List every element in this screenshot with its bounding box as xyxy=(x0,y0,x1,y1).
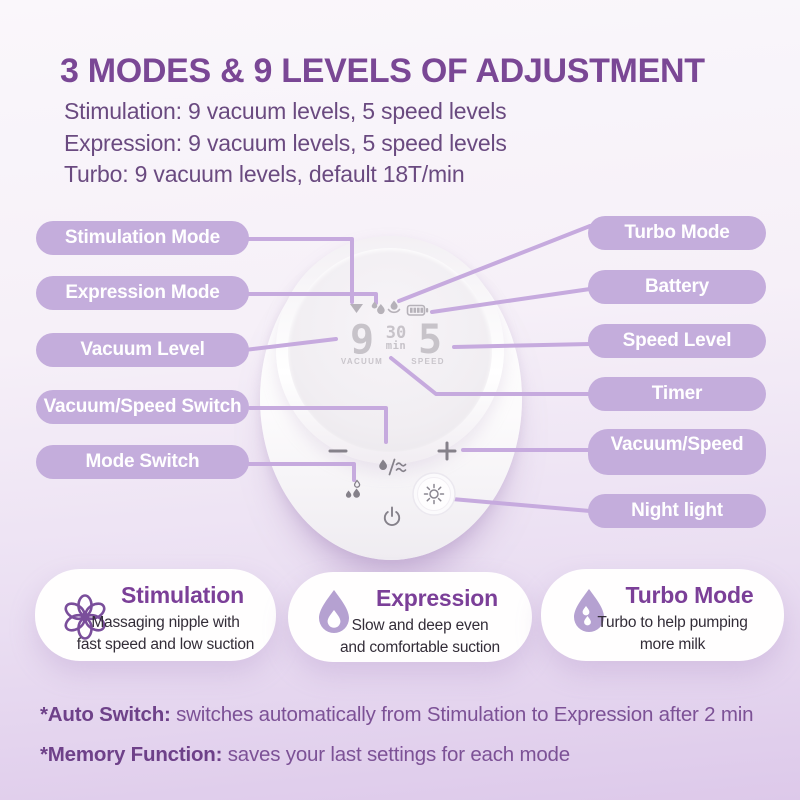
callout-turbo-mode: Turbo Mode xyxy=(588,216,766,250)
line-expression-mode xyxy=(246,292,378,305)
callout-stimulation-mode: Stimulation Mode xyxy=(36,221,249,255)
speed-level-value: 5 xyxy=(417,317,443,363)
callout-battery: Battery xyxy=(588,270,766,304)
stimulation-triangle-icon xyxy=(350,304,363,313)
card-title: Expression xyxy=(376,585,498,611)
card-desc-line: Slow and deep even xyxy=(351,617,489,634)
card-turbo-mode: Turbo Mode Turbo to help pumping more mi… xyxy=(541,569,784,661)
turbo-drop-icon xyxy=(387,300,401,314)
expression-drops-icon xyxy=(371,301,385,315)
line-night-light xyxy=(450,497,592,513)
flower-icon xyxy=(64,594,106,640)
footnote-rest: saves your last settings for each mode xyxy=(222,742,570,766)
callout-expression-mode: Expression Mode xyxy=(36,276,249,310)
line-mode-switch xyxy=(232,462,356,482)
mode-switch-icon xyxy=(345,479,361,498)
indicator-icons xyxy=(350,300,429,316)
callout-mode-switch: Mode Switch xyxy=(36,445,249,479)
night-light-icon xyxy=(412,472,456,516)
line-stimulation-mode xyxy=(246,237,354,304)
power-icon xyxy=(383,506,401,526)
callout-speed-level: Speed Level xyxy=(588,324,766,358)
card-desc-line: Turbo to help pumping xyxy=(597,614,748,631)
timer-unit: min xyxy=(385,340,407,352)
footnote-bold: *Memory Function: xyxy=(40,742,223,766)
card-stimulation: Stimulation Massaging nipple with fast s… xyxy=(35,569,276,661)
vacuum-display-label: VACUUM xyxy=(340,357,384,366)
callout-vacuum-speed: Vacuum/Speed xyxy=(588,429,766,475)
summary-stimulation: Stimulation: 9 vacuum levels, 5 speed le… xyxy=(64,98,507,124)
leader-lines xyxy=(226,224,592,513)
callout-vacuum-level: Vacuum Level xyxy=(36,333,249,367)
timer-value: 30 xyxy=(385,323,407,343)
pump-display-dome xyxy=(288,248,492,452)
callout-timer: Timer xyxy=(588,377,766,411)
line-speed-level xyxy=(452,342,592,349)
summary-turbo: Turbo: 9 vacuum levels, default 18T/min xyxy=(64,161,465,187)
footnote-auto-switch: *Auto Switch: switches automatically fro… xyxy=(40,703,800,727)
card-desc-line: more milk xyxy=(639,636,706,653)
page-title: 3 MODES & 9 LEVELS OF ADJUSTMENT xyxy=(60,52,705,90)
card-title: Stimulation xyxy=(120,582,245,608)
line-timer xyxy=(389,356,592,396)
footnote-rest: switches automatically from Stimulation … xyxy=(170,702,754,726)
line-battery xyxy=(430,287,592,314)
double-drop-icon xyxy=(574,589,604,632)
battery-icon xyxy=(406,304,429,316)
control-icons xyxy=(328,441,457,526)
card-desc-line: fast speed and low suction xyxy=(76,636,255,653)
card-title: Turbo Mode xyxy=(625,582,754,608)
vacuum-speed-switch-icon xyxy=(379,458,407,476)
card-expression: Expression Slow and deep even and comfor… xyxy=(288,572,532,662)
vacuum-level-value: 9 xyxy=(349,317,375,363)
card-desc-line: and comfortable suction xyxy=(340,639,500,656)
plus-icon xyxy=(437,441,457,461)
footnote-bold: *Auto Switch: xyxy=(40,702,171,726)
footnote-memory-function: *Memory Function: saves your last settin… xyxy=(40,743,800,767)
line-turbo-mode xyxy=(397,224,592,303)
card-desc-line: Massaging nipple with xyxy=(91,614,240,631)
speed-display-label: SPEED xyxy=(411,357,445,366)
drop-icon xyxy=(319,590,349,633)
summary-expression: Expression: 9 vacuum levels, 5 speed lev… xyxy=(64,129,507,156)
callout-vacuum-speed-switch: Vacuum/Speed Switch xyxy=(36,390,249,424)
callout-night-light: Night light xyxy=(588,494,766,528)
line-vacuum-speed-switch xyxy=(248,406,388,444)
mode-summary: Stimulation: 9 vacuum levels, 5 speed le… xyxy=(64,96,684,191)
